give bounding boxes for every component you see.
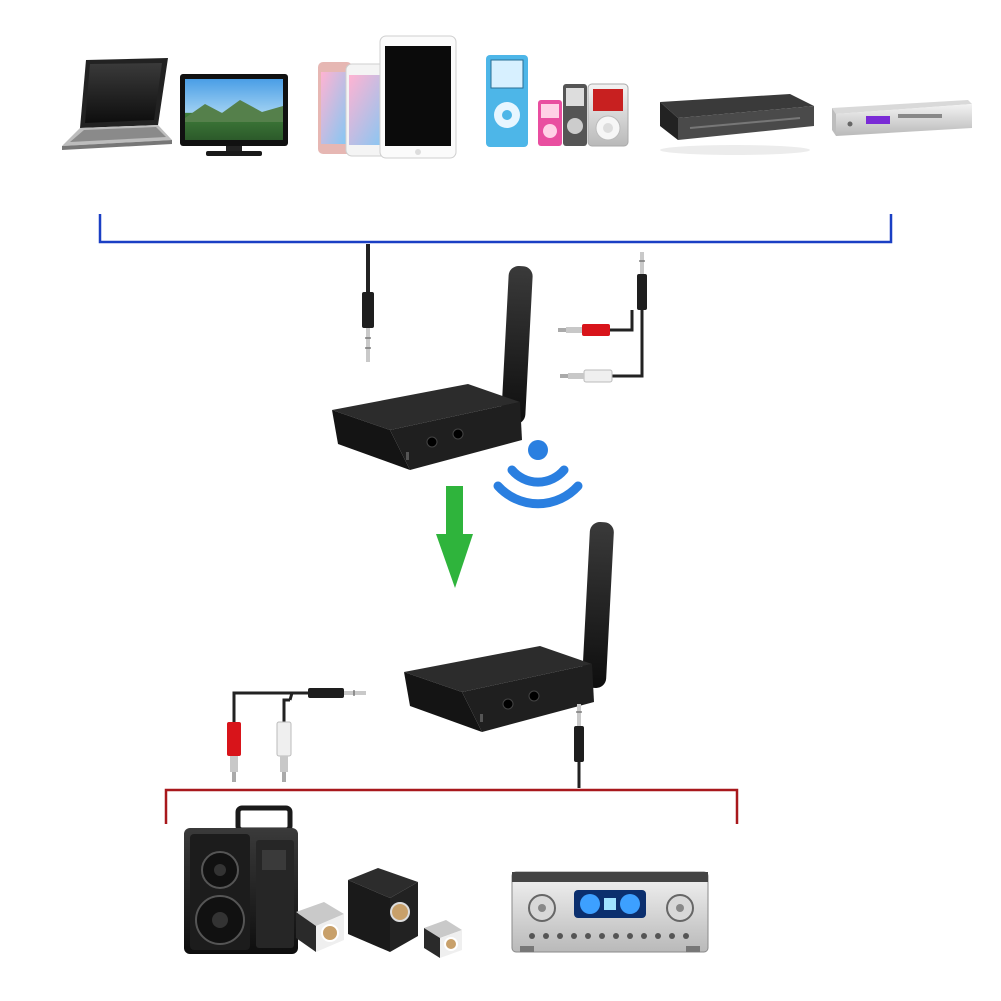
input-aux-cable <box>362 244 374 362</box>
tv-icon <box>180 74 288 156</box>
wifi-signal-icon <box>493 440 583 509</box>
smartphone-tablet-icon <box>318 35 457 159</box>
output-rca-cable <box>227 688 366 782</box>
input-rca-cable <box>558 252 647 383</box>
source-bracket <box>98 214 893 244</box>
arrow-down-icon <box>436 486 473 588</box>
output-aux-cable <box>574 704 584 788</box>
set-top-box-icon <box>832 100 972 136</box>
amplifier-icon <box>511 871 709 953</box>
output-bracket <box>164 788 739 824</box>
mp3-player-icon <box>486 55 629 147</box>
dvd-player-icon <box>660 94 814 155</box>
wireless-transmitter-icon <box>332 265 533 470</box>
laptop-icon <box>62 58 172 150</box>
speaker-icon <box>184 805 462 958</box>
wireless-receiver-icon <box>404 521 614 732</box>
